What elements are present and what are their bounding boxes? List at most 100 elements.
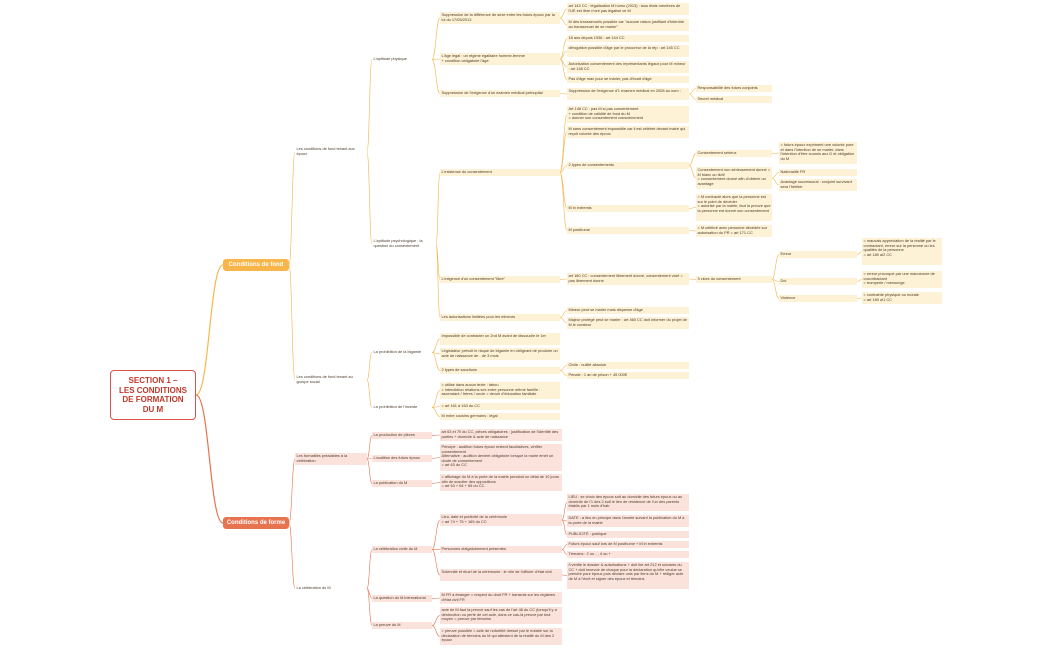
node-art146[interactable]: Art 146 CC : pas M si pas consentement +… [567,106,689,123]
node-preuve-desc2[interactable]: = preuve possible = acte de notoriété dr… [440,628,562,645]
node-erreur[interactable]: Erreur [779,251,857,258]
node-violence[interactable]: Violence [779,295,857,302]
node-legislateur[interactable]: Législateur prévoit le risque de bigamie… [440,348,560,360]
node-preuve-m[interactable]: La preuve du M [372,622,432,629]
main-node-fond[interactable]: Conditions de fond [223,259,289,271]
node-pieces-desc[interactable]: art 63 et 70 du CC, pièces obligatoires … [440,429,562,441]
node-age-legal[interactable]: L'âge légal : un régime égalitaire homme… [440,53,560,65]
node-audition[interactable]: L'audition des futurs époux [372,455,432,462]
node-nationalite-fr[interactable]: Nationalité FR [779,169,857,176]
node-autorisation-mineur[interactable]: Autorisation consentement des représenta… [567,61,689,73]
connector-node-aptitude-physique [366,59,373,153]
node-avantage-successoral[interactable]: Avantage successoral : conjoint survivan… [779,179,857,191]
node-art180[interactable]: art 180 CC : consentement librement donn… [567,273,689,285]
node-m-posthume[interactable]: M posthume [567,227,689,234]
node-futurs-epoux-expriment[interactable]: = futurs époux expriment une volonté pur… [779,142,857,164]
node-fond-epoux[interactable]: Les conditions de fond tenant aux époux [296,146,355,156]
node-suppression-sexe[interactable]: Suppression de la différence de sexe ent… [440,12,560,24]
main-node-forme[interactable]: Conditions de forme [223,517,289,529]
node-date[interactable]: DATE : a lieu en principe dans l'année s… [567,515,689,527]
connector-node-pieces-desc [431,434,441,436]
node-art143[interactable]: art 143 CC : légalisation M homo (2013) … [567,3,689,15]
connector-node-avantage-successoral [771,177,780,186]
root-node[interactable]: SECTION 1 – LES CONDITIONS DE FORMATION … [110,370,196,420]
node-consentement-serieux[interactable]: Consentement sérieux [696,150,772,157]
node-personnes-presentes[interactable]: Personnes obligatoirement présentes [440,546,562,553]
node-pas-age-max[interactable]: Pas d'âge max pour se marier, pas d'écar… [567,76,689,83]
node-aptitude-psy[interactable]: L'aptitude psychologique : la question d… [373,238,423,248]
node-impossibilite-2nd[interactable]: Impossible de contracter un 2nd M avant … [440,333,560,345]
node-fond-social[interactable]: Les conditions de fond tenant au groupe … [296,374,353,384]
connector-node-erreur-desc [856,251,863,255]
node-publicite[interactable]: PUBLICITÉ : publique [567,531,689,538]
connector-node-violence-desc [856,297,863,299]
node-mineur-marier[interactable]: Mineur peut se marier mais dispense d'âg… [567,307,689,314]
node-m-in-extremis[interactable]: M in extremis [567,205,689,212]
node-m-cousins[interactable]: M entre cousins germains : légal [440,413,560,420]
connector-node-m-sans-consentement [559,131,568,173]
node-dol[interactable]: Dol [779,278,857,285]
node-majeur-protege[interactable]: Majeur protégé peut se marier : art 460 … [567,317,689,329]
connector-node-suppression-sexe [431,17,441,60]
node-deux-sanctions[interactable]: 2 types de sanctions [440,367,560,374]
node-exigence-libre[interactable]: L'exigence d'un consentement "libre" [440,276,560,283]
node-m-fr-etranger[interactable]: M FR à étranger = respect du droit FR + … [440,592,562,604]
node-solennite-desc[interactable]: Il vérifie le dossier & autorisations + … [567,562,689,589]
node-art161[interactable]: = art 161 à 163 du CC [440,403,560,410]
node-derogation-age[interactable]: dérogation possible d'âge par le procure… [567,45,689,57]
node-preuve-desc1[interactable]: acte de M faut la preuve sauf les cas de… [440,607,562,624]
connector-node-m-posthume [559,172,568,231]
node-celebration-m[interactable]: La célébration du M [296,585,331,590]
node-consentement-non-serieux[interactable]: Consentement non sérieusement donné = M … [696,167,772,189]
connector-node-legislateur [431,352,441,355]
node-audition-desc[interactable]: Principe : audition futurs époux restent… [440,444,562,471]
node-aptitude-physique[interactable]: L'aptitude physique [373,56,407,61]
connector-node-futurs-epoux-expriment [771,152,780,154]
node-autorisations-mineurs[interactable]: Les autorisations limitées pour les mine… [440,314,560,321]
node-m-contracte[interactable]: = M contracté alors que la personne est … [696,194,772,221]
node-lieu-date[interactable]: Lieu, date et publicité de la cérémonie … [440,514,562,526]
connector-node-inceste-desc [431,390,441,408]
node-violence-desc[interactable]: = contrainte physique ou morale = art 18… [862,292,942,304]
connector-node-prohibition-bigamie [366,352,373,381]
node-celebration-civile[interactable]: La célébration civile du M [372,546,432,553]
node-lieu-ubu[interactable]: LIEU : se choix des époux soit au domici… [567,494,689,511]
node-dol-desc[interactable]: = erreur provoqué par une manoeuvre de c… [862,271,942,288]
node-civile[interactable]: Civile : nullité absolue [567,362,689,369]
node-suppression-examen[interactable]: Suppression de l'exigence d'un examen mé… [440,90,560,97]
node-m-sans-consentement[interactable]: M sans consentement impossible car il es… [567,126,689,138]
node-prohibition-inceste[interactable]: La prohibition de l'inceste [373,404,418,409]
node-solennite[interactable]: Solennité et rituel de la cérémonie : le… [440,569,562,581]
connector-node-fond-epoux [288,151,296,266]
node-m-transsexuels[interactable]: M des transsexuels possible car "aucune … [567,19,689,31]
node-erreur-desc[interactable]: = mauvais appréciation de la réalité par… [862,238,942,265]
node-suppression-2008[interactable]: Suppression de l'exigence d'1 examen méd… [567,88,689,100]
node-m-celebre-posthume[interactable]: = M célébré avec personne décédée sur au… [696,225,772,237]
connector-node-secret-medical [688,93,697,100]
node-age-18[interactable]: 18 ans depuis 1936 : art 144 CC [567,35,689,42]
node-trois-vices[interactable]: 3 vices du consentement [696,276,772,283]
connector-node-dol-desc [856,279,863,282]
node-production-pieces[interactable]: La production de pièces [372,432,432,439]
node-publication[interactable]: La publication du M [372,480,432,487]
node-responsabilite[interactable]: Responsabilité des futurs conjoints [696,85,772,92]
node-question-international[interactable]: La question du M international [372,595,432,602]
node-prohibition-bigamie[interactable]: La prohibition de la bigamie [373,349,422,354]
connector-node-existence-consentement [435,172,441,245]
node-futurs-epoux-sauf[interactable]: Futurs époux sauf lors de M posthume + M… [567,541,689,548]
connector-node-violence [771,279,780,299]
node-deux-types-consentements[interactable]: 2 types de consentements [567,162,689,169]
node-temoins[interactable]: Témoins : 2 ou - , 4 ou + [567,551,689,558]
connector-node-publication [366,458,373,484]
connector-node-solennite-desc [561,574,568,576]
node-publication-desc[interactable]: = affichage du M à la porte de la mairie… [440,474,562,491]
connector-node-pas-age-max [559,58,568,80]
node-existence-consentement[interactable]: L'existence du consentement [440,169,560,176]
connector-main-node-fond [195,264,224,396]
node-inceste-desc[interactable]: = utilisé dans aucun texte : tabou = int… [440,382,560,399]
node-secret-medical[interactable]: Secret médical [696,96,772,103]
node-formalites-prealables[interactable]: Les formalités préalables à la célébrati… [295,453,367,465]
node-penale[interactable]: Pénale : 1 an de prison + 45 000€ [567,372,689,379]
connector-node-fond-social [288,264,296,381]
